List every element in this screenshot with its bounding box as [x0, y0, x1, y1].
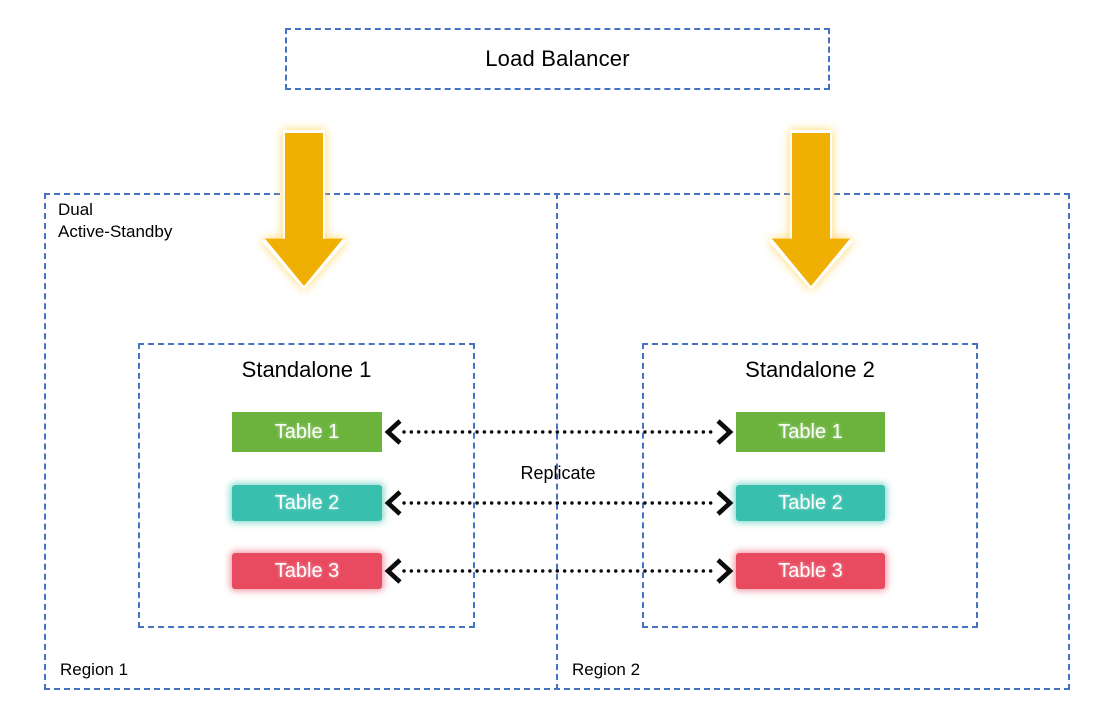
standalone-1-title: Standalone 1 — [241, 357, 372, 382]
load-balancer-label: Load Balancer — [485, 46, 630, 71]
region-1-label: Region 1 — [60, 660, 129, 679]
replicate-arrow-icon — [384, 558, 734, 584]
down-arrow-fill — [265, 133, 343, 286]
table-label: Table 1 — [778, 420, 843, 443]
down-arrow-icon — [261, 130, 347, 290]
down-arrow-fill — [772, 133, 850, 286]
load-balancer-box: Load Balancer — [285, 28, 830, 90]
table-row: Table 3 — [232, 553, 382, 589]
replicate-label: Replicate — [520, 463, 596, 483]
standalone-2-title: Standalone 2 — [745, 357, 875, 382]
down-arrow-icon — [768, 130, 854, 290]
table-label: Table 2 — [778, 491, 843, 514]
cluster-label-line1: Dual — [58, 200, 93, 219]
table-label: Table 3 — [274, 559, 340, 582]
region-divider-line — [556, 193, 558, 690]
standalone-1-box: Standalone 1 — [138, 343, 475, 628]
standalone-2-box: Standalone 2 — [642, 343, 978, 628]
region-2-label: Region 2 — [572, 660, 641, 679]
table-label: Table 2 — [274, 491, 340, 514]
cluster-label: Dual Active-Standby — [58, 199, 172, 243]
table-row: Table 1 — [232, 412, 382, 452]
cluster-label-line2: Active-Standby — [58, 222, 173, 241]
table-label: Table 3 — [778, 559, 843, 582]
replicate-arrow-icon — [384, 419, 734, 445]
table-row: Table 3 — [736, 553, 885, 589]
table-row: Table 2 — [232, 485, 382, 521]
table-row: Table 2 — [736, 485, 885, 521]
table-row: Table 1 — [736, 412, 885, 452]
table-label: Table 1 — [274, 420, 340, 443]
replicate-arrow-icon — [384, 490, 734, 516]
